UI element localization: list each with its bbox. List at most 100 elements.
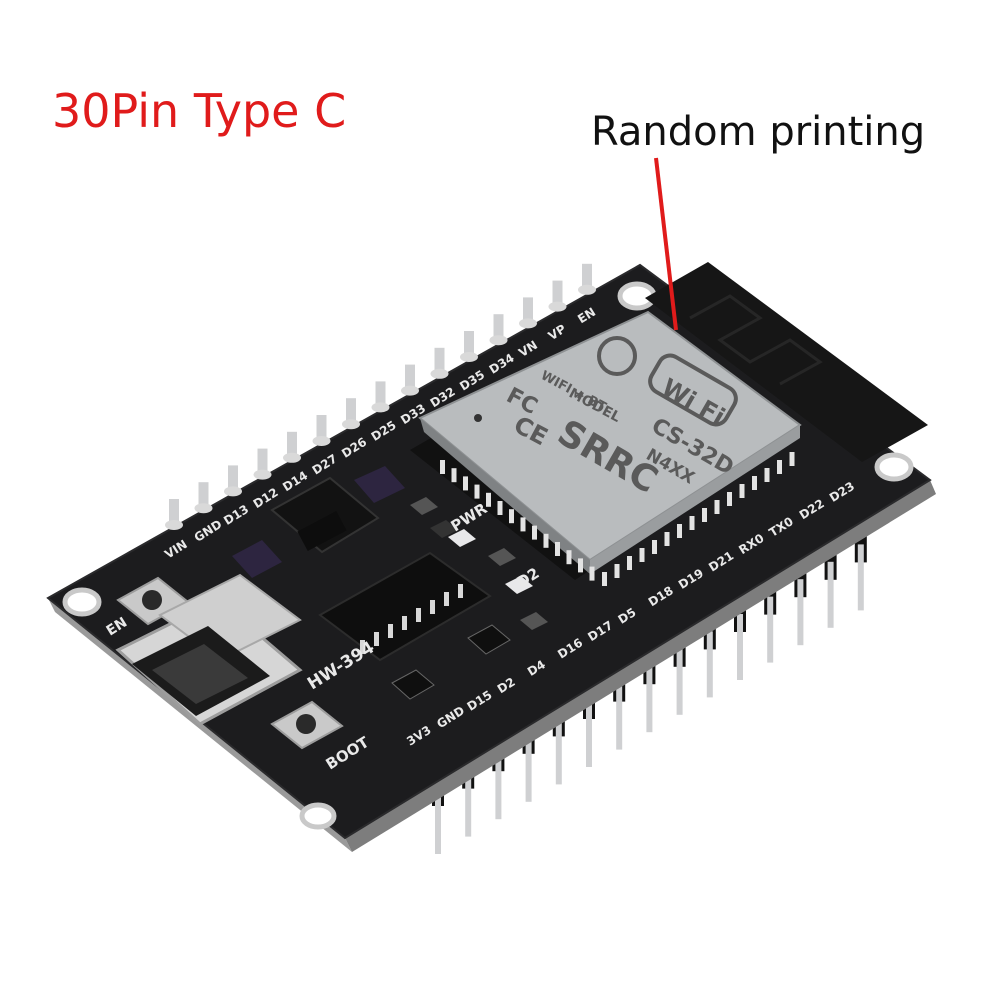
module-pin — [752, 476, 757, 490]
module-pin — [639, 548, 645, 562]
header-pad — [253, 469, 272, 480]
module-pin — [520, 517, 526, 532]
module-pin — [474, 484, 480, 499]
module-pin — [543, 533, 549, 548]
header-pin-tip — [375, 381, 386, 408]
header-pin-tip — [552, 280, 563, 307]
header-pad — [194, 503, 213, 514]
header-pad — [312, 436, 331, 446]
module-castellated-pins — [440, 452, 795, 586]
header-pin-leg — [676, 648, 683, 715]
mounting-hole — [874, 452, 914, 482]
header-pin-tip — [434, 347, 445, 374]
header-pin-tip — [257, 448, 268, 475]
header-pad — [489, 335, 508, 346]
smd-led — [505, 576, 533, 594]
header-pin-tip — [346, 398, 356, 425]
header-pad — [342, 419, 360, 430]
smd-resistor — [430, 520, 458, 538]
mounting-hole — [299, 802, 337, 830]
pcb-edge-right — [345, 480, 936, 852]
smd-diode — [391, 669, 435, 700]
header-pad — [165, 520, 183, 530]
chip-pin — [360, 640, 365, 654]
header-pin-tip — [169, 499, 179, 525]
module-pin — [602, 572, 607, 586]
header-pin-leg — [767, 596, 774, 663]
chip-pin — [374, 632, 379, 646]
header-pin-tip — [287, 431, 297, 458]
chip-pin — [444, 592, 449, 606]
module-pin — [566, 550, 572, 565]
header-pin-leg — [616, 683, 623, 750]
module-pin — [702, 508, 707, 522]
header-pad — [519, 318, 537, 329]
header-pin-leg — [435, 788, 441, 854]
header-pin-tip — [228, 465, 238, 492]
module-pin — [497, 501, 503, 515]
module-pin — [614, 564, 620, 578]
module-pin — [714, 500, 720, 514]
top-header-pins — [165, 263, 596, 530]
header-pad — [371, 402, 390, 413]
boot-button-cap — [296, 714, 316, 734]
en-button-cap — [142, 590, 162, 610]
board-components — [232, 466, 548, 700]
module-pin — [664, 532, 670, 546]
chip-pin — [430, 600, 435, 614]
smd-capacitor — [410, 497, 438, 515]
header-pin-leg — [465, 770, 472, 837]
chip-pin — [458, 584, 463, 598]
module-pin — [463, 476, 468, 491]
module-pin — [739, 484, 745, 498]
header-pad — [460, 352, 478, 362]
annotation-arrow — [654, 157, 678, 331]
header-pin-leg — [797, 579, 804, 646]
header-pin-tip — [316, 415, 327, 441]
mounting-hole — [62, 587, 102, 617]
usb-type-c-port — [115, 573, 303, 726]
module-shield-side-right — [590, 425, 800, 574]
module-pin — [589, 566, 595, 581]
chip-pin — [402, 616, 407, 630]
module-pin — [764, 468, 770, 482]
sot-transistor — [232, 540, 282, 578]
smd-capacitor — [520, 612, 548, 630]
header-pin-leg — [706, 631, 713, 698]
antenna-area — [645, 262, 928, 462]
module-pin — [486, 492, 491, 507]
header-pin-leg — [646, 666, 653, 733]
module-pin — [532, 525, 537, 540]
module-logo-icon — [597, 336, 637, 376]
header-pin-leg — [586, 701, 592, 767]
module-pin — [451, 468, 457, 483]
wifi-logo-icon — [648, 353, 738, 427]
module-pin — [509, 509, 514, 524]
header-pin-leg — [857, 544, 864, 611]
product-title: 30Pin Type C — [52, 84, 347, 138]
header-pin-tip — [464, 331, 474, 357]
chip-pin — [416, 608, 421, 622]
header-pad — [224, 486, 242, 497]
header-pin-leg — [495, 753, 502, 820]
header-pad — [548, 301, 567, 312]
sot-transistor — [354, 466, 405, 503]
usb-c-tongue — [152, 644, 248, 704]
header-pin-leg — [555, 718, 562, 785]
module-pin — [789, 452, 795, 466]
header-pin-leg — [737, 614, 743, 680]
module-pin — [677, 524, 682, 538]
module-pin — [578, 558, 583, 573]
header-pin-tip — [405, 364, 415, 391]
header-pad — [578, 284, 596, 295]
smd-led — [448, 529, 476, 547]
module-pin — [652, 540, 657, 554]
module-pin1-dot — [474, 414, 482, 422]
regulator-tab — [297, 510, 347, 552]
header-pin-tip — [493, 314, 504, 341]
header-pad — [430, 368, 449, 379]
header-pin-tip — [198, 482, 209, 509]
board-buttons — [116, 576, 344, 750]
